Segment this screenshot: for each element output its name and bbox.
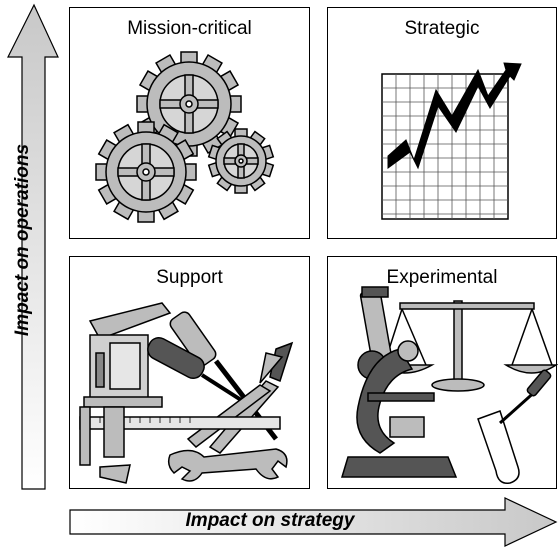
vertical-axis-label: Impact on operations <box>12 143 33 337</box>
horizontal-axis-label: Impact on strategy <box>185 510 355 531</box>
quadrant-experimental: Experimental <box>327 256 558 489</box>
horizontal-axis-arrow <box>69 497 558 547</box>
quadrant-title: Strategic <box>404 18 480 39</box>
rising-chart-icon <box>381 62 522 220</box>
tools-icon <box>79 302 294 484</box>
quadrant-title: Support <box>156 267 223 288</box>
quadrant-strategic: Strategic <box>327 7 557 239</box>
quadrant-support: Support <box>69 256 310 489</box>
lab-equipment-icon <box>340 286 558 484</box>
gears-icon <box>95 51 275 223</box>
vertical-axis-arrow <box>7 3 59 490</box>
quadrant-title: Mission-critical <box>127 18 252 39</box>
quadrant-title: Experimental <box>386 267 498 288</box>
quadrant-mission-critical: Mission-critical <box>69 7 310 239</box>
